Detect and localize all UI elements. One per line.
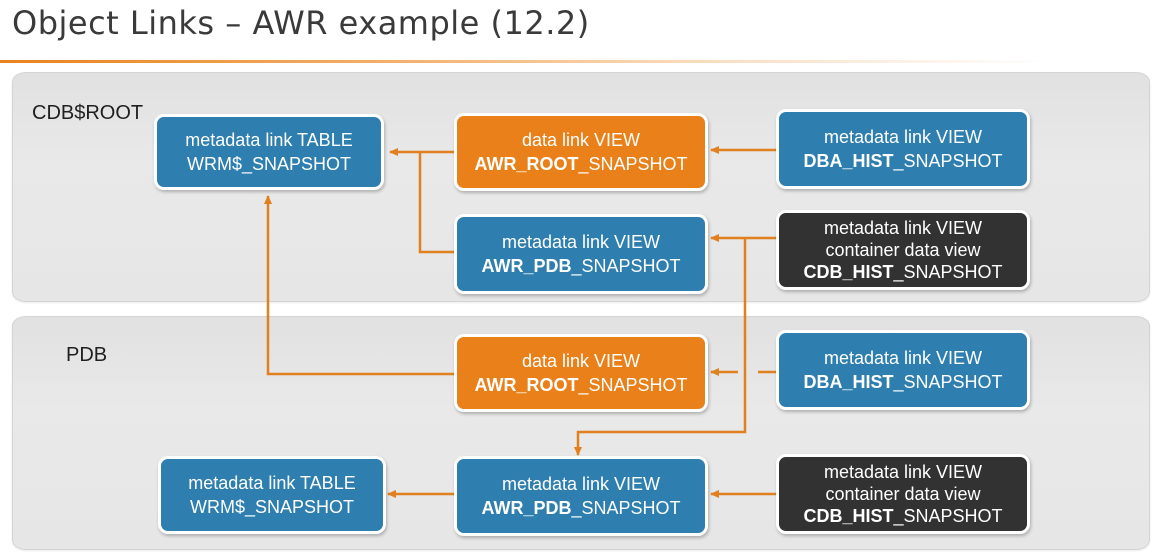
box-line: metadata link VIEW [823, 348, 983, 368]
pdb-dba-hist-snapshot-view: metadata link VIEW DBA_HIST_SNAPSHOT [776, 330, 1030, 410]
box-line: AWR_ROOT_SNAPSHOT [457, 373, 705, 397]
pdb-label: PDB [66, 344, 108, 366]
root-cdb-hist-snapshot-view: metadata link VIEW container data view C… [776, 210, 1030, 290]
pdb-awr-root-snapshot-view: data link VIEW AWR_ROOT_SNAPSHOT [454, 334, 708, 412]
box-line: DBA_HIST_SNAPSHOT [779, 370, 1027, 394]
pdb-wrm-snapshot-table: metadata link TABLE WRM$_SNAPSHOT [158, 456, 386, 534]
box-line: metadata link TABLE [188, 473, 356, 493]
box-line: metadata link VIEW [823, 462, 983, 482]
view-prefix: AWR_ROOT [474, 154, 579, 174]
box-line: container data view [825, 484, 981, 504]
box-line: CDB_HIST_SNAPSHOT [779, 505, 1027, 527]
box-line: metadata link VIEW [823, 218, 983, 238]
view-suffix: _SNAPSHOT [578, 154, 688, 174]
pdb-awr-pdb-snapshot-view: metadata link VIEW AWR_PDB_SNAPSHOT [454, 456, 708, 536]
box-line: data link VIEW [521, 351, 641, 371]
view-prefix: CDB_HIST [803, 506, 894, 526]
box-line: metadata link VIEW [501, 474, 661, 494]
view-suffix: _SNAPSHOT [571, 256, 681, 276]
wire-awr-pdb-to-wrm [418, 152, 455, 254]
page-title: Object Links – AWR example (12.2) [12, 4, 590, 42]
box-line: DBA_HIST_SNAPSHOT [779, 149, 1027, 173]
box-line: AWR_PDB_SNAPSHOT [457, 254, 705, 278]
view-prefix: DBA_HIST [803, 151, 894, 171]
cdb-root-label: CDB$ROOT [32, 102, 144, 124]
title-underline [0, 60, 1164, 63]
view-suffix: _SNAPSHOT [893, 372, 1003, 392]
box-line: data link VIEW [521, 130, 641, 150]
box-line: WRM$_SNAPSHOT [186, 154, 352, 174]
root-awr-pdb-snapshot-view: metadata link VIEW AWR_PDB_SNAPSHOT [454, 214, 708, 294]
box-line: metadata link TABLE [185, 130, 353, 150]
arrow-pdb-awr-root-to-root-wrm [264, 195, 455, 376]
view-suffix: _SNAPSHOT [893, 506, 1003, 526]
root-wrm-snapshot-table: metadata link TABLE WRM$_SNAPSHOT [154, 114, 384, 190]
view-prefix: DBA_HIST [803, 372, 894, 392]
box-line: WRM$_SNAPSHOT [189, 497, 355, 517]
view-prefix: AWR_PDB [481, 498, 572, 518]
pdb-cdb-hist-snapshot-view: metadata link VIEW container data view C… [776, 454, 1030, 534]
view-suffix: _SNAPSHOT [578, 375, 688, 395]
view-suffix: _SNAPSHOT [571, 498, 681, 518]
box-line: container data view [825, 240, 981, 260]
box-line: CDB_HIST_SNAPSHOT [779, 261, 1027, 283]
box-line: AWR_PDB_SNAPSHOT [457, 496, 705, 520]
view-suffix: _SNAPSHOT [893, 151, 1003, 171]
view-suffix: _SNAPSHOT [893, 262, 1003, 282]
root-awr-root-snapshot-view: data link VIEW AWR_ROOT_SNAPSHOT [454, 113, 708, 191]
box-line: AWR_ROOT_SNAPSHOT [457, 152, 705, 176]
box-line: metadata link VIEW [823, 127, 983, 147]
box-line: metadata link VIEW [501, 232, 661, 252]
view-prefix: AWR_ROOT [474, 375, 579, 395]
arrow-cdb-hist-to-pdb-awr-pdb [574, 238, 747, 456]
view-prefix: AWR_PDB [481, 256, 572, 276]
view-prefix: CDB_HIST [803, 262, 894, 282]
root-dba-hist-snapshot-view: metadata link VIEW DBA_HIST_SNAPSHOT [776, 109, 1030, 189]
